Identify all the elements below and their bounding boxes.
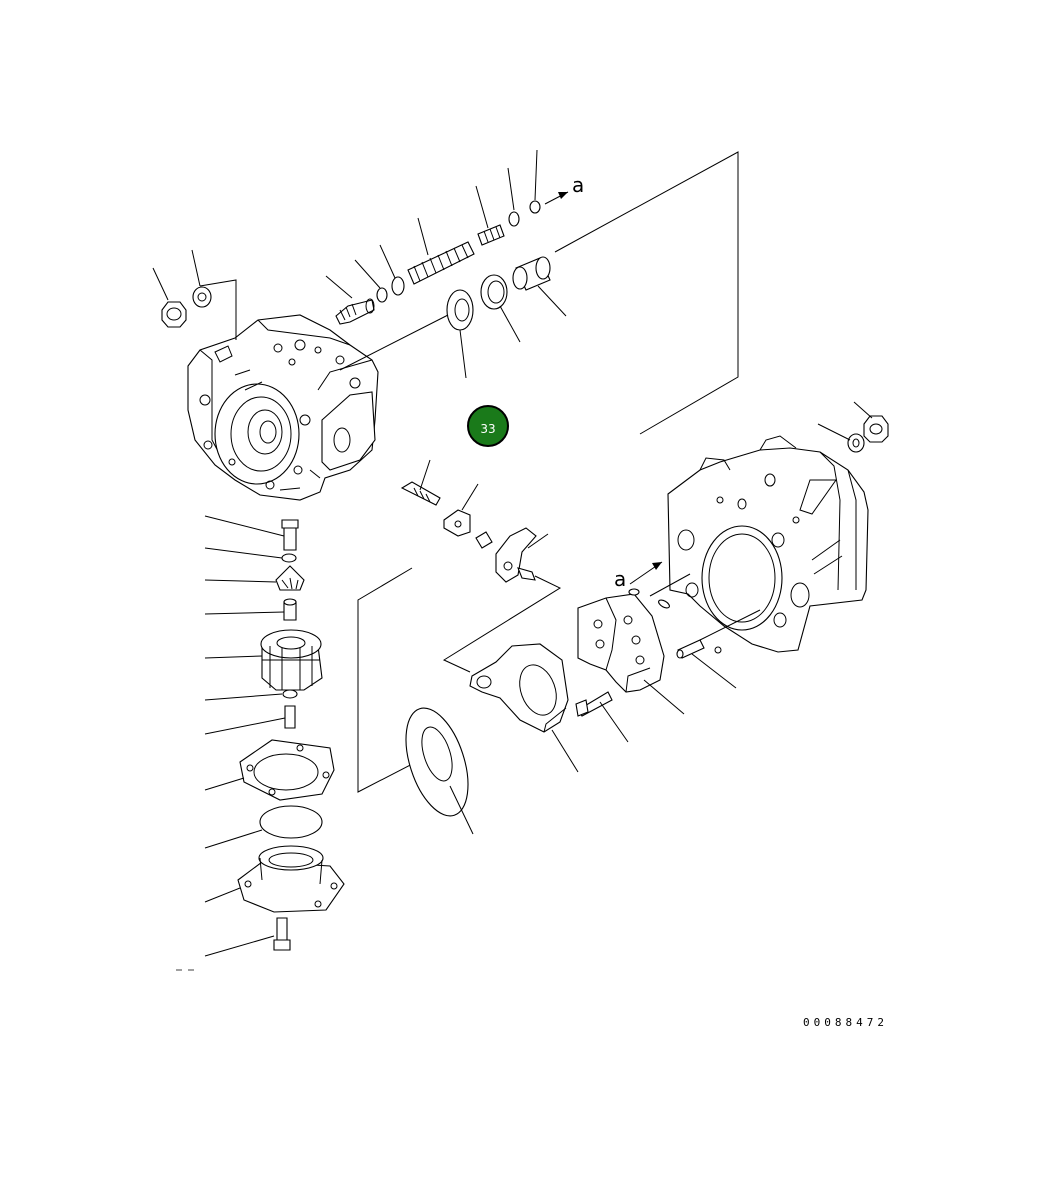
callout-badge[interactable]: 33 xyxy=(467,405,509,447)
nut-upper-left xyxy=(161,301,187,328)
valve-plate xyxy=(446,289,474,331)
bearing xyxy=(480,274,508,310)
pin-small xyxy=(475,531,493,549)
nut-right xyxy=(863,415,889,443)
bushing xyxy=(512,256,551,291)
o-ring-2 xyxy=(391,276,405,296)
gasket xyxy=(239,739,335,801)
pin-seal xyxy=(628,588,670,609)
o-ring-large xyxy=(259,805,323,839)
washer-upper-left xyxy=(192,286,212,308)
cover-flange xyxy=(237,845,345,913)
callout-number: 33 xyxy=(480,422,495,436)
arrow-a-top: a xyxy=(544,173,584,205)
pump-case xyxy=(667,435,869,654)
plug xyxy=(335,298,375,325)
dowel-pin xyxy=(676,639,705,659)
drawing-number: 00088472 xyxy=(803,1016,888,1029)
bolt-swash xyxy=(575,691,613,717)
bolt-middle xyxy=(400,481,441,506)
o-ring-4 xyxy=(529,200,541,214)
swash-plate xyxy=(577,593,665,693)
swash-plate-holder xyxy=(469,643,569,733)
washer-1 xyxy=(281,553,297,563)
pump-cylinder xyxy=(260,629,323,691)
o-ring-3 xyxy=(508,211,520,227)
arrow-a-right: a xyxy=(614,561,663,591)
pump-head-housing xyxy=(187,314,379,501)
bracket xyxy=(443,509,471,537)
o-ring-1 xyxy=(376,287,388,303)
collar xyxy=(283,598,297,621)
washer-2 xyxy=(282,689,298,699)
bolt-3 xyxy=(273,917,291,951)
thrust-washer xyxy=(405,707,469,817)
washer-right xyxy=(847,433,865,453)
lever xyxy=(495,527,537,583)
spring-small xyxy=(477,224,505,246)
bevel-gear xyxy=(275,565,305,591)
spring-large xyxy=(407,241,475,285)
bolt-1 xyxy=(281,519,299,551)
bolt-2 xyxy=(284,705,296,729)
arrow-label-a-2: a xyxy=(614,567,626,591)
arrow-label-a: a xyxy=(572,173,584,197)
